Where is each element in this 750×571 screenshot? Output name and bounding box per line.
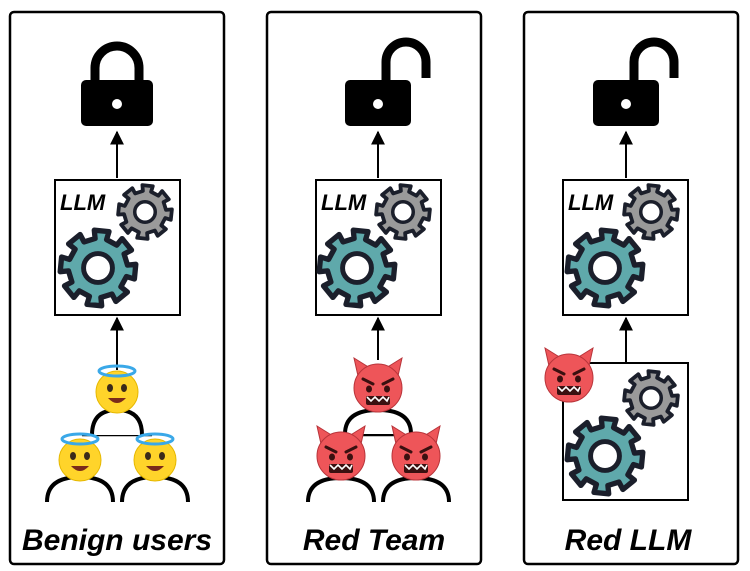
panel-red-llm: LLM Red LLM [522,10,740,566]
panel-caption: Benign users [22,524,212,557]
gear-icon [374,183,432,241]
panel-frame [265,10,483,566]
llm-label: LLM [321,190,367,215]
unlocked-padlock-icon [345,37,431,126]
panel-caption: Red LLM [565,524,693,557]
devil-user-icon [306,424,376,503]
gear-icon [564,227,646,309]
devil-user-icon [343,356,413,435]
llm-box: LLM [562,179,689,316]
llm-label: LLM [568,190,614,215]
devil-face-icon [544,346,594,403]
llm-label: LLM [60,190,106,215]
locked-padlock-icon [81,41,153,126]
llm-box: LLM [54,179,181,316]
panel-red-team: LLM Red Team [265,10,483,566]
gear-icon [564,415,646,497]
gear-icon [57,227,139,309]
gear-icon [116,183,174,241]
angel-user-icon [120,432,190,503]
panel-caption: Red Team [303,524,445,557]
llm-box: LLM [315,179,442,316]
gear-icon [622,183,680,241]
angel-user-icon [45,432,115,503]
panel-benign-users: LLM [8,10,226,566]
panel-frame [8,10,226,566]
angel-user-icon [90,364,144,436]
unlocked-padlock-icon [593,37,679,126]
devil-user-icon [381,424,451,503]
panel-frame [522,10,740,566]
gear-icon [622,369,680,427]
gear-icon [316,227,398,309]
